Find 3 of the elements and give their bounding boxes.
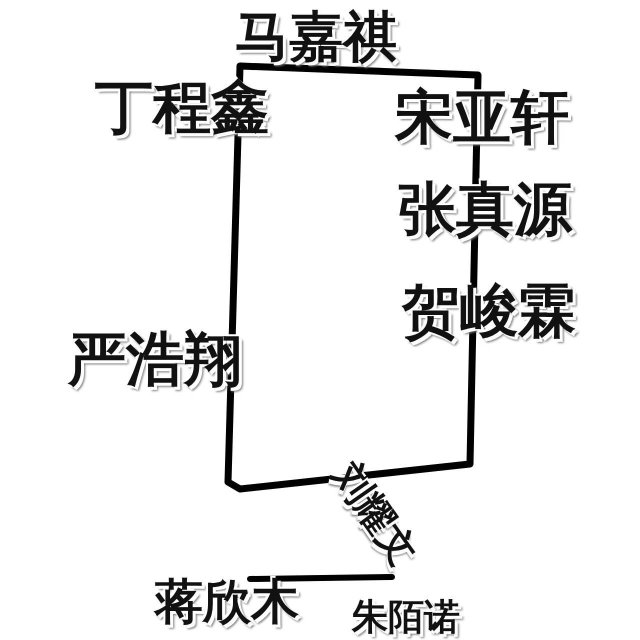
name-text: 蒋欣木 [155, 578, 299, 626]
name-text: 朱陌诺 [352, 600, 460, 636]
name-text: 刘耀文 [326, 456, 424, 572]
